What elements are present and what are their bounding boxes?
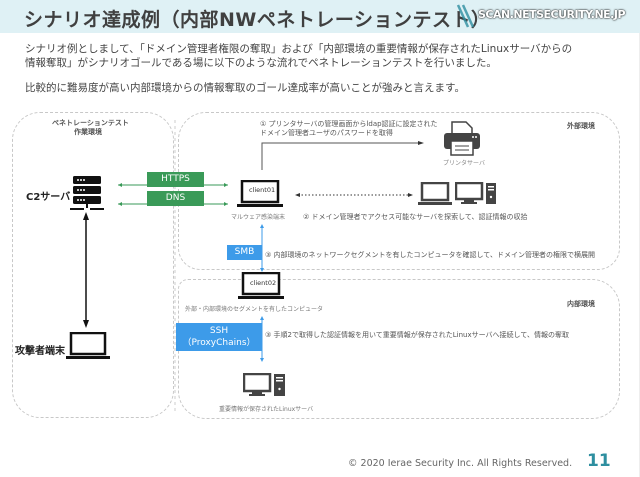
server-icon [70, 176, 104, 210]
pentest-env-label-1: ペネトレーションテスト [52, 119, 129, 127]
summary-text: 比較的に難易度が高い内部環境からの情報奪取のゴール達成率が高いことが強みと言えま… [25, 82, 465, 94]
desktop-icon [243, 373, 285, 396]
desktop-icon [455, 182, 496, 204]
intro-line-2: 情報奪取」がシナリオゴールである場に以下のような流れでペネトレーションテストを行… [25, 57, 497, 69]
step2-text: ② ドメイン管理者でアクセス可能なサーバを探索して、認証情報の収拾 [303, 213, 528, 221]
ssh-label: SSH [209, 326, 229, 336]
printer-icon [444, 121, 480, 156]
step1-text-1: ① プリンタサーバの管理画面からldap認証に設定された [260, 120, 438, 128]
laptop-icon [237, 180, 283, 207]
client02-caption: 外部・内部環境のセグメントを有したコンピュータ [185, 306, 324, 313]
pentest-environment-region [12, 112, 174, 418]
step1-text-2: ドメイン管理者ユーザのパスワードを取得 [260, 129, 393, 137]
ssh-proxychains-label: （ProxyChains） [182, 338, 256, 348]
client02-label: client02 [250, 279, 277, 287]
laptop-icon [238, 272, 284, 299]
external-env-label: 外部環境 [567, 122, 595, 130]
pentest-env-label-2: 作業環境 [74, 128, 102, 136]
step1-line [261, 142, 420, 170]
watermark-logo-icon [456, 4, 475, 28]
client01-label: client01 [249, 186, 276, 194]
client01-caption: マルウェア感染端末 [231, 214, 286, 221]
https-badge: HTTPS [147, 172, 204, 187]
page-number: 11 [587, 451, 611, 471]
c2-server-label: C2サーバ [26, 192, 71, 203]
dns-badge: DNS [147, 191, 204, 206]
printer-caption: プリンタサーバ [443, 160, 485, 167]
slide-title: シナリオ達成例（内部NWペネトレーションテスト） [24, 9, 491, 31]
step3b-text: ③ 手順2で取得した認証情報を用いて重要情報が保存されたLinuxサーバへ接続し… [265, 331, 569, 339]
internal-env-label: 内部環境 [567, 300, 595, 308]
attacker-label: 攻撃者端末 [15, 346, 65, 357]
linux-caption: 重要情報が保存されたLinuxサーバ [219, 406, 314, 413]
ssh-badge: SSH （ProxyChains） [176, 323, 262, 351]
smb-badge: SMB [227, 245, 262, 260]
laptop-icon [66, 332, 110, 359]
step3a-text: ③ 内部環境のネットワークセグメントを有したコンピュータを確認して、ドメイン管理… [265, 251, 595, 259]
intro-line-1: シナリオ例としまして、「ドメイン管理者権限の奪取」および「内部環境の重要情報が保… [25, 43, 573, 55]
watermark: SCAN.NETSECURITY.NE.JP [478, 8, 626, 21]
title-bar: シナリオ達成例（内部NWペネトレーションテスト） SCAN.NETSECURIT… [0, 0, 640, 33]
laptop-icon [418, 182, 452, 205]
copyright: © 2020 Ierae Security Inc. All Rights Re… [348, 458, 573, 469]
